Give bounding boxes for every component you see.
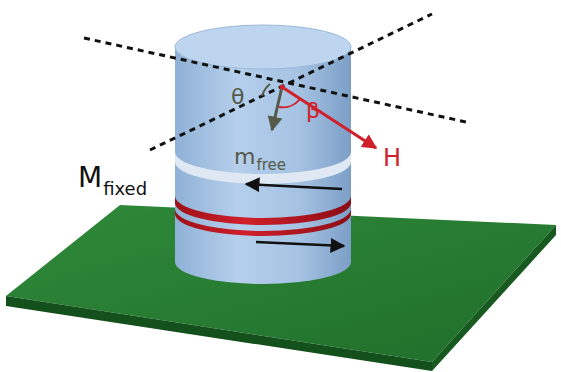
pillar-body bbox=[175, 47, 351, 284]
substrate-side bbox=[432, 225, 556, 371]
vector-name: m bbox=[234, 146, 255, 168]
barrier-band bbox=[175, 196, 351, 225]
angle-symbol: β bbox=[306, 100, 320, 122]
angle-symbol: θ bbox=[231, 86, 244, 108]
mfree-vector bbox=[272, 87, 282, 130]
field-vector bbox=[282, 87, 376, 148]
origin-dot bbox=[280, 85, 285, 90]
fixed-layer-arrow bbox=[246, 184, 342, 189]
pillar-top bbox=[175, 25, 351, 69]
theta-arc bbox=[262, 84, 270, 96]
subscript: free bbox=[256, 158, 286, 173]
axis-dashed bbox=[84, 38, 466, 122]
substrate-front bbox=[6, 296, 432, 371]
beta-arc bbox=[279, 99, 300, 107]
axis-dashed bbox=[150, 14, 432, 150]
reference-layer-arrow bbox=[256, 242, 344, 246]
pillar bbox=[175, 25, 351, 284]
vector-name: M bbox=[78, 164, 102, 192]
barrier-band bbox=[175, 209, 351, 236]
subscript: fixed bbox=[103, 180, 147, 198]
vector-name: H bbox=[383, 146, 401, 170]
spacer-band bbox=[175, 152, 351, 184]
